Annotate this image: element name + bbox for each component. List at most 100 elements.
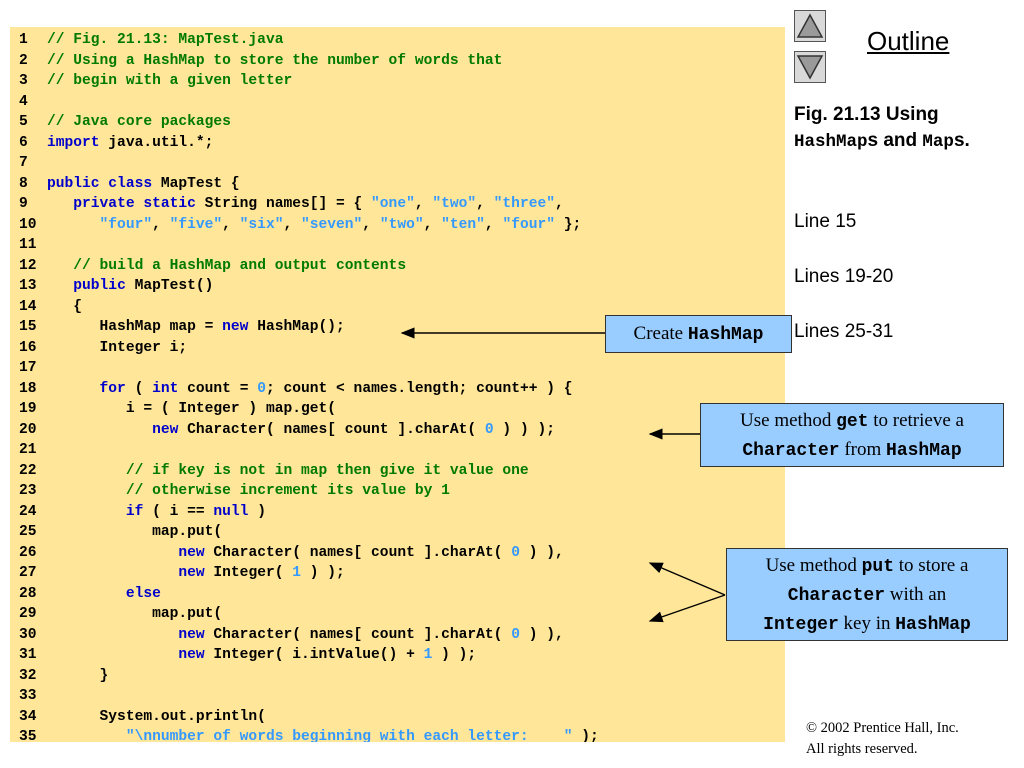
figure-title-code-2: Map bbox=[922, 132, 954, 152]
callout-put-l3-code: Integer bbox=[763, 615, 839, 635]
callout-get-l1-code: get bbox=[836, 412, 869, 432]
callout-put-l1-suffix: to store a bbox=[894, 555, 969, 576]
line-number: 3 bbox=[19, 73, 28, 89]
code-text: map.put( bbox=[47, 522, 222, 543]
line-number: 23 bbox=[19, 483, 37, 499]
code-token: Character( names[ count ].charAt( bbox=[204, 544, 512, 561]
code-text: { bbox=[47, 297, 82, 318]
callout-put-line-2: Character with an bbox=[727, 581, 1007, 610]
code-text: // Fig. 21.13: MapTest.java bbox=[47, 30, 283, 51]
callout-get-l1-suffix: to retrieve a bbox=[868, 410, 964, 431]
code-token: // if key is not in map then give it val… bbox=[125, 462, 529, 479]
figure-title-code-1: HashMap bbox=[794, 132, 868, 152]
code-token: 0 bbox=[511, 626, 520, 643]
callout-put-l1-prefix: Use method bbox=[765, 555, 862, 576]
figure-title-suffix: s. bbox=[953, 130, 970, 151]
code-token: }; bbox=[554, 216, 582, 233]
code-token: HashMap map = bbox=[47, 319, 223, 335]
code-token: "four" bbox=[502, 216, 555, 233]
code-token: else bbox=[125, 585, 161, 602]
code-token: { bbox=[47, 298, 83, 315]
triangle-down-icon bbox=[796, 55, 824, 80]
code-token: "ten" bbox=[441, 216, 485, 233]
code-token: 0 bbox=[511, 544, 520, 561]
code-text: System.out.println( bbox=[47, 707, 266, 728]
code-text: new Character( names[ count ].charAt( 0 … bbox=[47, 543, 564, 564]
line-number: 4 bbox=[19, 93, 28, 110]
figure-title: Fig. 21.13 Using HashMaps and Maps. bbox=[794, 102, 1004, 155]
code-token: private static bbox=[73, 196, 196, 212]
copyright-text: © 2002 Prentice Hall, Inc. bbox=[806, 720, 959, 736]
arrow-put-first bbox=[648, 562, 726, 596]
line-number: 29 bbox=[19, 606, 37, 622]
code-text: // otherwise increment its value by 1 bbox=[47, 481, 450, 502]
code-text: map.put( bbox=[47, 604, 222, 625]
code-token: Integer( bbox=[204, 565, 293, 581]
triangle-up-icon bbox=[796, 13, 824, 38]
code-text: "four", "five", "six", "seven", "two", "… bbox=[47, 215, 582, 236]
code-token: System.out.println( bbox=[47, 708, 266, 725]
code-token: // Using a HashMap to store the number o… bbox=[47, 52, 503, 69]
code-token: MapTest() bbox=[125, 278, 214, 294]
line-number: 13 bbox=[19, 278, 37, 294]
callout-get-line-1: Use method get to retrieve a bbox=[701, 407, 1003, 436]
line-number: 15 bbox=[19, 319, 37, 335]
code-token: ) ); bbox=[301, 565, 345, 581]
code-token: "one" bbox=[371, 196, 415, 212]
outline-link[interactable]: Outline bbox=[867, 26, 950, 56]
code-token: "four" bbox=[99, 216, 153, 233]
code-text: public MapTest() bbox=[47, 276, 213, 297]
code-token: "two" bbox=[379, 216, 424, 233]
line-number: 1 bbox=[19, 32, 28, 48]
code-text: // if key is not in map then give it val… bbox=[47, 461, 529, 482]
figure-title-mid: s and bbox=[867, 130, 923, 151]
code-token: count = bbox=[178, 380, 258, 397]
line-reference-1: Line 15 bbox=[794, 211, 857, 232]
code-text: new Integer( 1 ) ); bbox=[47, 563, 345, 584]
code-token: Character( names[ count ].charAt( bbox=[178, 421, 485, 438]
code-token: , bbox=[476, 196, 494, 212]
line-number: 2 bbox=[19, 52, 28, 69]
code-token: ) ), bbox=[519, 544, 564, 561]
line-number: 6 bbox=[19, 134, 28, 151]
rights-text: All rights reserved. bbox=[806, 741, 918, 757]
callout-put-l1-code: put bbox=[861, 557, 895, 577]
callout-put-l3-code2: HashMap bbox=[895, 615, 971, 635]
code-text: HashMap map = new HashMap(); bbox=[47, 317, 345, 338]
code-token: "\nnumber of words beginning with each l… bbox=[125, 729, 573, 742]
code-token: ); bbox=[572, 729, 599, 742]
line-number: 24 bbox=[19, 503, 37, 520]
code-token: // begin with a given letter bbox=[47, 73, 293, 89]
line-number: 17 bbox=[19, 360, 37, 376]
callout-put-line-1: Use method put to store a bbox=[727, 552, 1007, 581]
figure-title-prefix: Fig. 21.13 Using bbox=[794, 104, 939, 125]
next-slide-button[interactable] bbox=[794, 51, 826, 83]
code-token: , bbox=[283, 216, 301, 233]
callout-put-l2-code: Character bbox=[787, 586, 885, 606]
copyright-footer: © 2002 Prentice Hall, Inc. All rights re… bbox=[806, 718, 959, 760]
code-token: public class bbox=[47, 175, 153, 192]
callout-create-code: HashMap bbox=[687, 325, 764, 345]
line-number: 5 bbox=[19, 114, 28, 130]
code-text: // build a HashMap and output contents bbox=[47, 256, 406, 277]
callout-put-l2-suffix: with an bbox=[885, 584, 947, 605]
code-token: ) ), bbox=[519, 626, 564, 643]
code-token: ) bbox=[248, 503, 266, 520]
code-token: "three" bbox=[493, 196, 555, 212]
line-number: 14 bbox=[19, 298, 37, 315]
code-token: public bbox=[73, 278, 126, 294]
code-listing-panel: 1 // Fig. 21.13: MapTest.java 2 // Using a … bbox=[10, 27, 785, 742]
code-token: 0 bbox=[257, 380, 266, 397]
code-token: new bbox=[178, 626, 205, 643]
code-token: ; count < names.length; count++ ) { bbox=[265, 380, 573, 397]
previous-slide-button[interactable] bbox=[794, 10, 826, 42]
code-text: public class MapTest { bbox=[47, 174, 240, 195]
code-token: , bbox=[152, 216, 170, 233]
line-number: 34 bbox=[19, 708, 37, 725]
code-text: Integer i; bbox=[47, 338, 188, 359]
line-number: 12 bbox=[19, 257, 37, 274]
line-reference-3: Lines 25-31 bbox=[794, 321, 894, 342]
arrow-put-second bbox=[648, 594, 726, 623]
code-text: private static String names[] = { "one",… bbox=[47, 194, 563, 215]
